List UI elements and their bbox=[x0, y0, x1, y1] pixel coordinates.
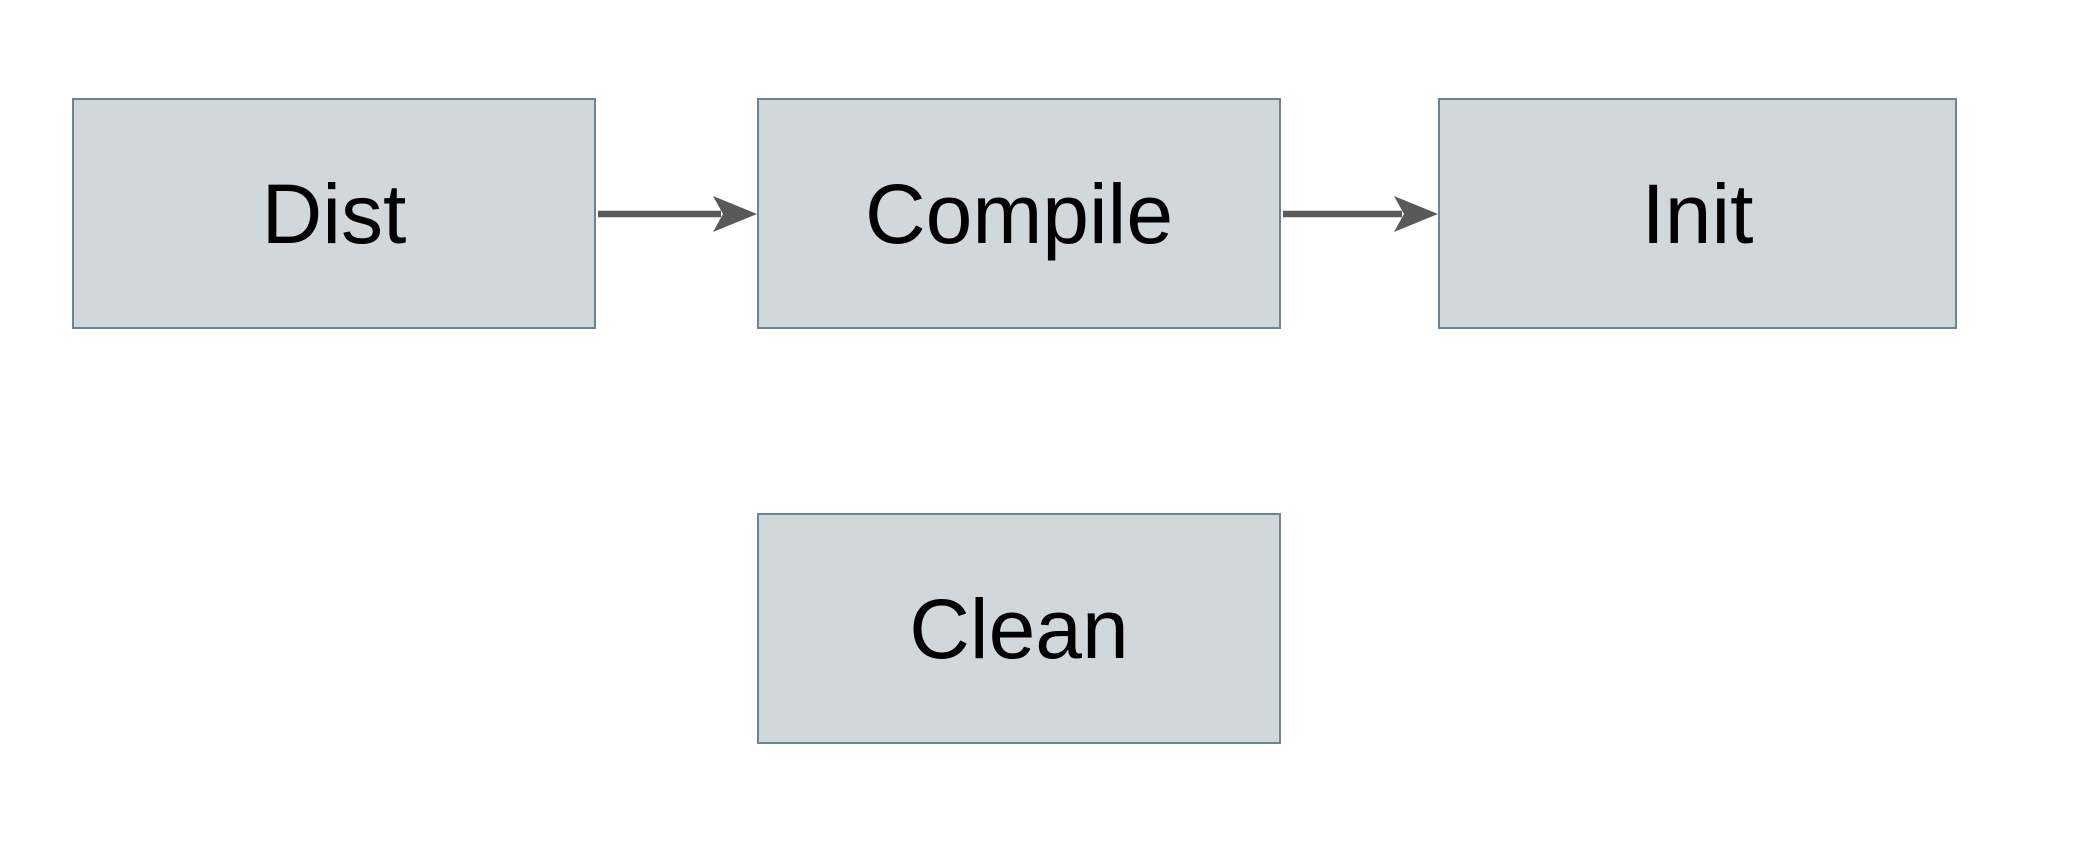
node-label: Compile bbox=[864, 166, 1174, 261]
arrowhead-icon bbox=[713, 196, 757, 232]
node-clean: Clean bbox=[757, 513, 1281, 744]
node-label: Clean bbox=[909, 581, 1129, 676]
edge-dist-compile bbox=[598, 196, 757, 232]
node-init: Init bbox=[1438, 98, 1957, 329]
node-dist: Dist bbox=[72, 98, 596, 329]
node-compile: Compile bbox=[757, 98, 1281, 329]
node-label: Dist bbox=[261, 166, 407, 261]
edge-compile-init bbox=[1283, 196, 1438, 232]
arrowhead-icon bbox=[1394, 196, 1438, 232]
node-label: Init bbox=[1641, 166, 1754, 261]
